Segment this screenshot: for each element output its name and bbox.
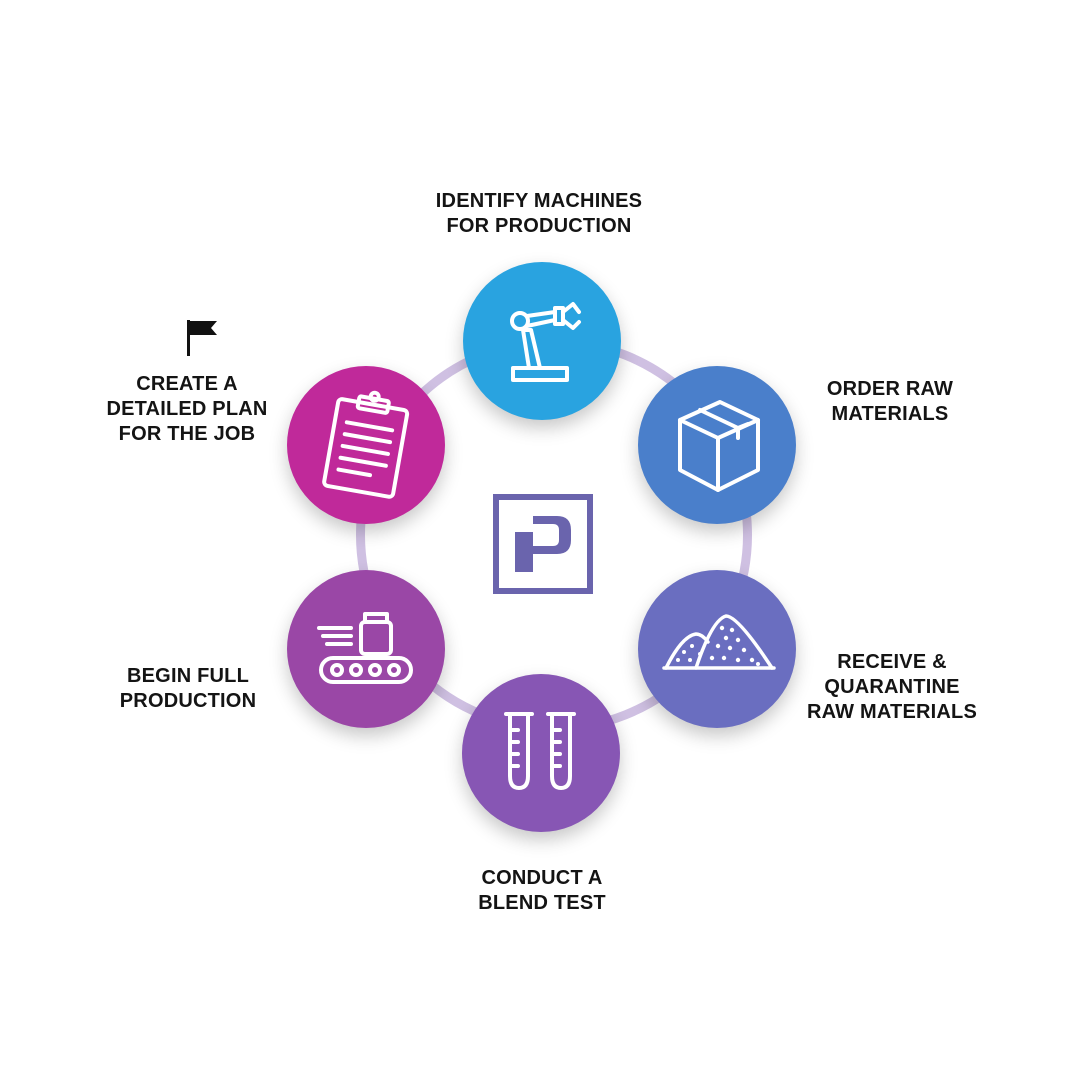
step-receive-node bbox=[638, 570, 796, 728]
box-icon bbox=[678, 400, 760, 492]
robot-arm-icon bbox=[510, 302, 581, 382]
flag-icon bbox=[187, 320, 217, 356]
test-tubes-icon bbox=[504, 712, 576, 790]
step-production-label: BEGIN FULL PRODUCTION bbox=[119, 665, 257, 712]
step-order-node bbox=[638, 366, 796, 524]
step-identify-label: IDENTIFY MACHINES FOR PRODUCTION bbox=[435, 190, 643, 237]
step-production-node bbox=[287, 570, 445, 728]
clipboard-icon bbox=[322, 390, 410, 499]
p-logo-icon bbox=[493, 494, 593, 594]
step-identify-node bbox=[463, 262, 621, 420]
conveyor-belt-icon bbox=[317, 612, 413, 684]
powder-pile-icon bbox=[662, 614, 776, 670]
step-plan-node bbox=[287, 366, 445, 524]
step-order-label: ORDER RAW MATERIALS bbox=[826, 378, 954, 425]
step-plan-label: CREATE A DETAILED PLAN FOR THE JOB bbox=[106, 373, 268, 445]
step-receive-label: RECEIVE & QUARANTINE RAW MATERIALS bbox=[807, 651, 977, 723]
step-blend-label: CONDUCT A BLEND TEST bbox=[478, 867, 606, 914]
step-blend-node bbox=[462, 674, 620, 832]
